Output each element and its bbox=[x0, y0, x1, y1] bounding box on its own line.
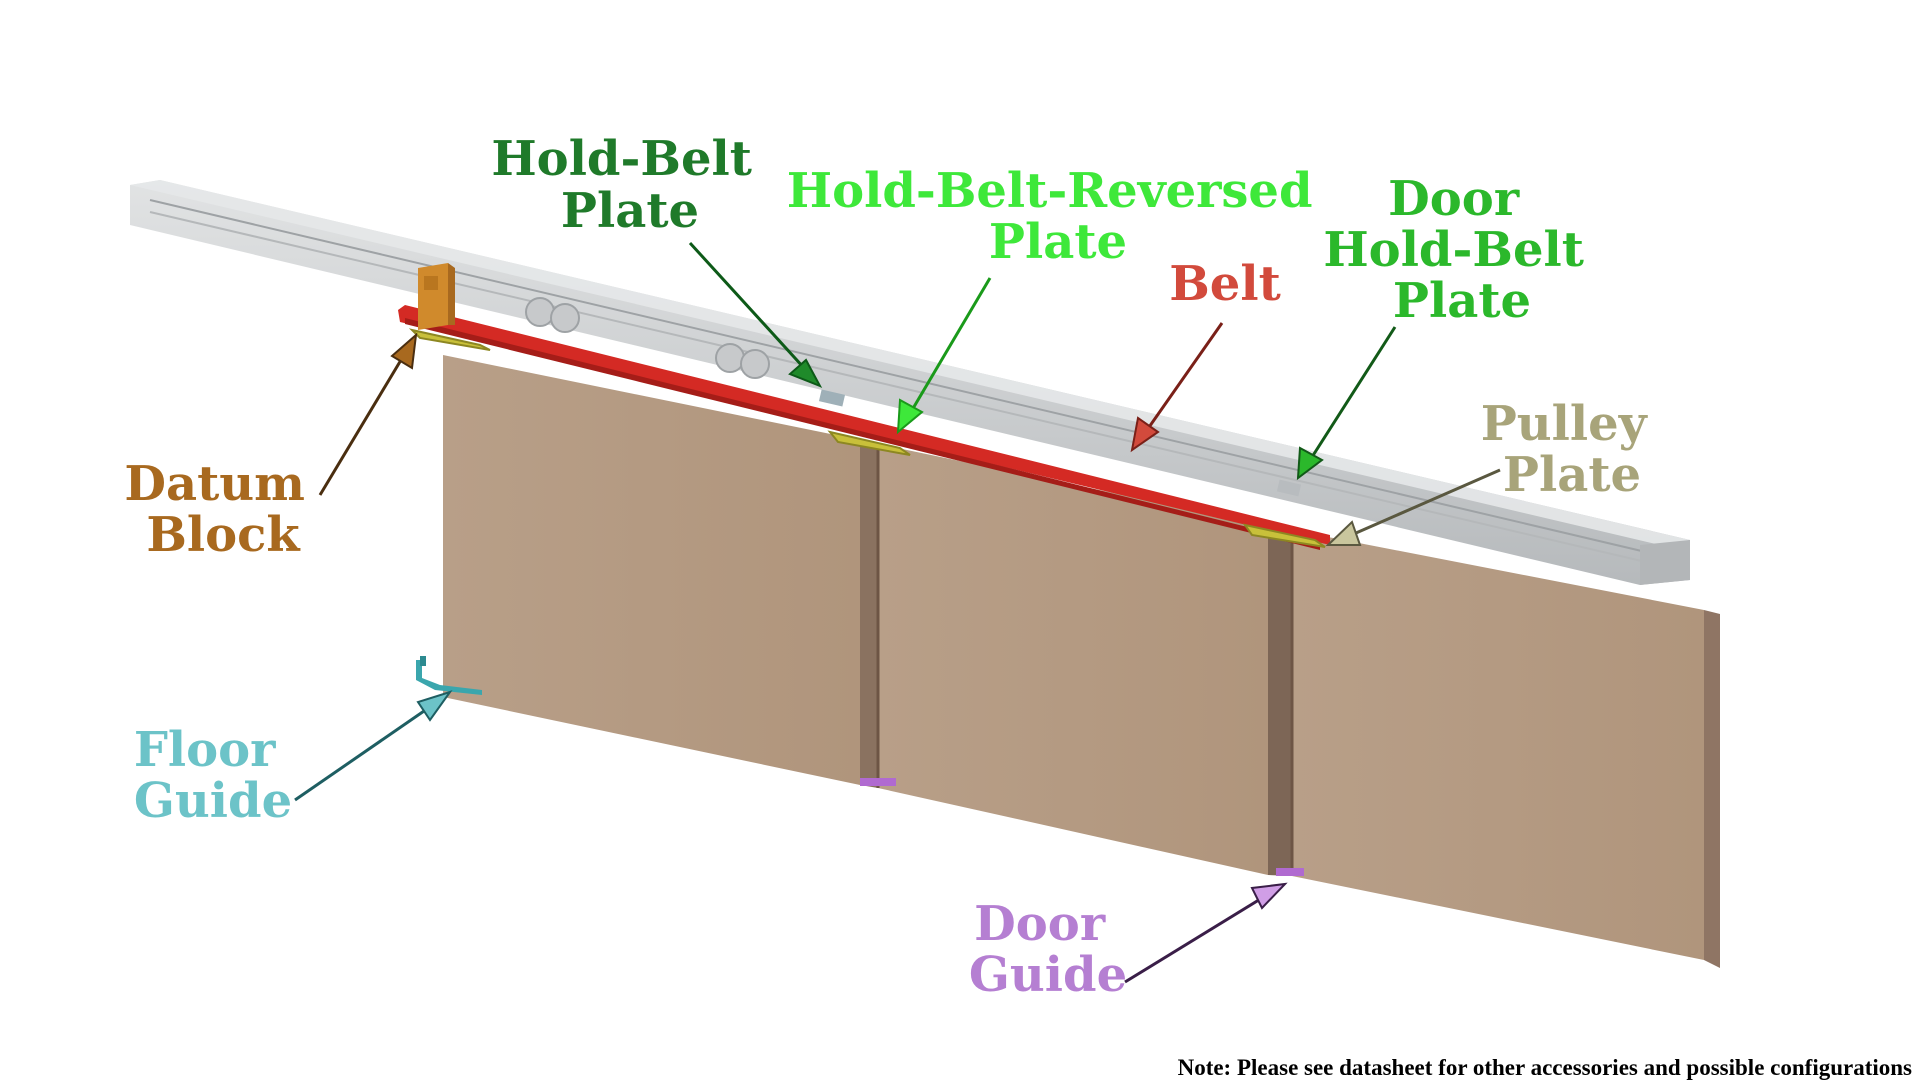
datum-block-part bbox=[418, 263, 455, 330]
hold-belt-reversed-plate-arrow bbox=[903, 277, 992, 423]
door-panel-1-edge bbox=[860, 440, 878, 788]
door-guide-arrow bbox=[1124, 888, 1276, 984]
arrows bbox=[294, 241, 1501, 984]
hold-belt-reversed-plate-label-line1: Hold-Belt-Reversed bbox=[787, 163, 1313, 219]
pulley-plate-arrow bbox=[1339, 468, 1501, 542]
door-guide-label-line1: Door bbox=[974, 896, 1106, 952]
door-panel-2-edge bbox=[1268, 525, 1292, 876]
rail-body bbox=[130, 180, 1690, 585]
pulley-plate-label-line2: Plate bbox=[1503, 447, 1641, 503]
hold-belt-reversed-plate-label-line2: Plate bbox=[989, 214, 1127, 270]
door-hold-belt-plate-arrow bbox=[1303, 326, 1397, 469]
pulley-plate-part bbox=[1242, 523, 1326, 548]
door-hold-belt-plate-part bbox=[1276, 479, 1302, 497]
plates bbox=[408, 328, 1326, 548]
floor-guide-label: Floor Guide bbox=[134, 722, 292, 829]
roller-wheel bbox=[525, 297, 555, 327]
door-panels bbox=[443, 355, 1720, 968]
datum-block-label-line1: Datum bbox=[124, 456, 305, 512]
datum-block-label-line2: Block bbox=[146, 507, 301, 563]
door-panel-1 bbox=[443, 355, 860, 785]
door-panel-2 bbox=[878, 444, 1268, 875]
roller-wheel bbox=[715, 343, 745, 373]
roller-wheel bbox=[550, 303, 580, 333]
hold-belt-plate-arrow bbox=[688, 241, 817, 382]
door-guide-label: Door Guide bbox=[969, 896, 1127, 1003]
belt-arrow bbox=[1138, 322, 1224, 441]
door-hold-belt-plate-label-line1: Door bbox=[1388, 171, 1520, 227]
door-guide-label-line2: Guide bbox=[969, 947, 1127, 1003]
door-guide-part bbox=[860, 778, 896, 786]
pulley-plate-label: Pulley Plate bbox=[1481, 396, 1664, 503]
hold-belt-plate-label-line1: Hold-Belt bbox=[491, 131, 752, 187]
pulley-plate-label-line1: Pulley bbox=[1481, 396, 1649, 452]
datum-block-label: Datum Block bbox=[124, 456, 321, 563]
labels: Hold-Belt Plate Hold-Belt-Reversed Plate… bbox=[124, 131, 1912, 1080]
door-hold-belt-plate-label: Door Hold-Belt Plate bbox=[1323, 171, 1600, 329]
roller-wheel bbox=[740, 349, 770, 379]
floor-guide-part bbox=[416, 656, 482, 695]
hold-belt-plate-label: Hold-Belt Plate bbox=[491, 131, 768, 239]
floor-guide-arrow bbox=[294, 698, 441, 802]
belt bbox=[398, 305, 1330, 545]
door-panel-3-edge bbox=[1704, 610, 1720, 968]
hold-belt-reversed-plate-label: Hold-Belt-Reversed Plate bbox=[787, 163, 1330, 270]
door-panel-3 bbox=[1292, 530, 1704, 960]
floor-guide-label-line1: Floor bbox=[134, 722, 276, 778]
floor-guide-label-line2: Guide bbox=[134, 773, 292, 829]
door-hold-belt-plate-label-line2: Hold-Belt bbox=[1323, 222, 1584, 278]
belt-label: Belt bbox=[1169, 256, 1281, 312]
datum-plate bbox=[408, 328, 491, 351]
hold-belt-reversed-plate-part bbox=[827, 430, 911, 456]
hold-belt-plate-label-line2: Plate bbox=[561, 183, 699, 239]
datum-block-arrow bbox=[318, 344, 412, 496]
footnote: Note: Please see datasheet for other acc… bbox=[1178, 1055, 1912, 1080]
hold-belt-plate-part bbox=[818, 389, 846, 407]
door-guide-part bbox=[1276, 868, 1304, 876]
door-hold-belt-plate-label-line3: Plate bbox=[1393, 273, 1531, 329]
